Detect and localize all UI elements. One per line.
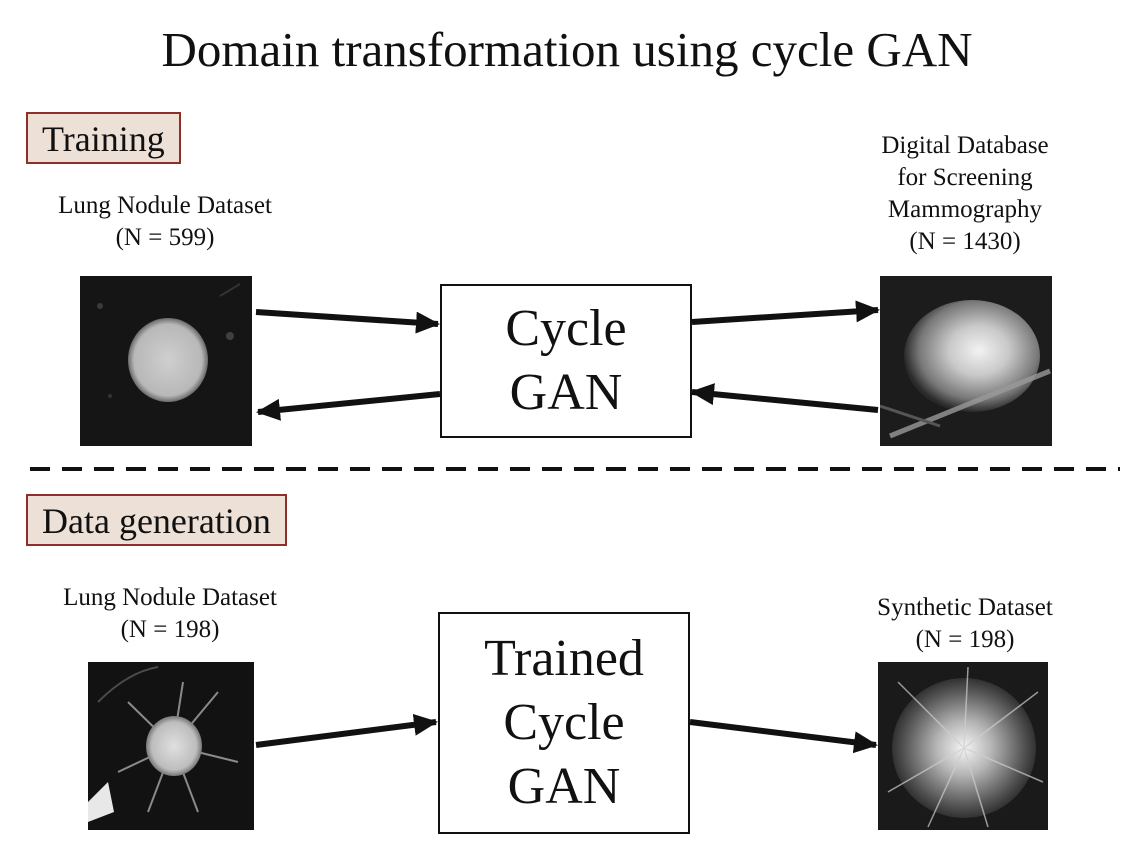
- arrow-cyclegan-to-lung: [256, 391, 441, 421]
- cycle-gan-line-1: Cycle: [505, 300, 627, 357]
- data-generation-label: Data generation: [26, 494, 287, 546]
- arrow-mammo-to-cyclegan: [690, 383, 879, 413]
- trained-cycle-gan-line-1: Trained: [484, 630, 644, 687]
- arrow-cyclegan-to-mammo: [691, 300, 880, 325]
- arrow-lung-to-trained-gan: [255, 713, 438, 748]
- synthetic-mammography-image: [878, 662, 1048, 830]
- lung-nodule-image: [80, 276, 252, 446]
- trained-cycle-gan-line-2: Cycle: [503, 694, 625, 751]
- training-right-dataset-name-3: Mammography: [887, 196, 1043, 223]
- training-right-dataset-caption: Digital Database for Screening Mammograp…: [830, 130, 1100, 258]
- generation-right-dataset-caption: Synthetic Dataset (N = 198): [830, 592, 1100, 656]
- generation-right-dataset-name: Synthetic Dataset: [877, 594, 1053, 621]
- arrow-trained-gan-to-synthetic: [689, 719, 878, 754]
- training-label: Training: [26, 112, 181, 164]
- training-right-dataset-count: (N = 1430): [909, 228, 1021, 255]
- mammography-image: [880, 276, 1052, 446]
- training-right-dataset-name-2: for Screening: [897, 164, 1033, 191]
- generation-left-dataset-count: (N = 198): [120, 616, 220, 643]
- training-left-dataset-count: (N = 599): [115, 224, 215, 251]
- generation-left-dataset-caption: Lung Nodule Dataset (N = 198): [20, 582, 320, 646]
- generation-left-dataset-name: Lung Nodule Dataset: [63, 584, 277, 611]
- arrow-lung-to-cyclegan: [255, 309, 440, 334]
- training-left-dataset-name: Lung Nodule Dataset: [58, 192, 272, 219]
- trained-cycle-gan-line-3: GAN: [507, 758, 621, 815]
- generation-right-dataset-count: (N = 198): [915, 626, 1015, 653]
- lung-nodule-spiculated-image: [88, 662, 254, 830]
- cycle-gan-line-2: GAN: [509, 364, 623, 421]
- training-right-dataset-name-1: Digital Database: [881, 132, 1049, 159]
- diagram-title: Domain transformation using cycle GAN: [161, 22, 973, 77]
- training-left-dataset-caption: Lung Nodule Dataset (N = 599): [20, 190, 310, 254]
- cycle-gan-box: Cycle GAN: [440, 284, 692, 438]
- trained-cycle-gan-box: Trained Cycle GAN: [438, 612, 690, 834]
